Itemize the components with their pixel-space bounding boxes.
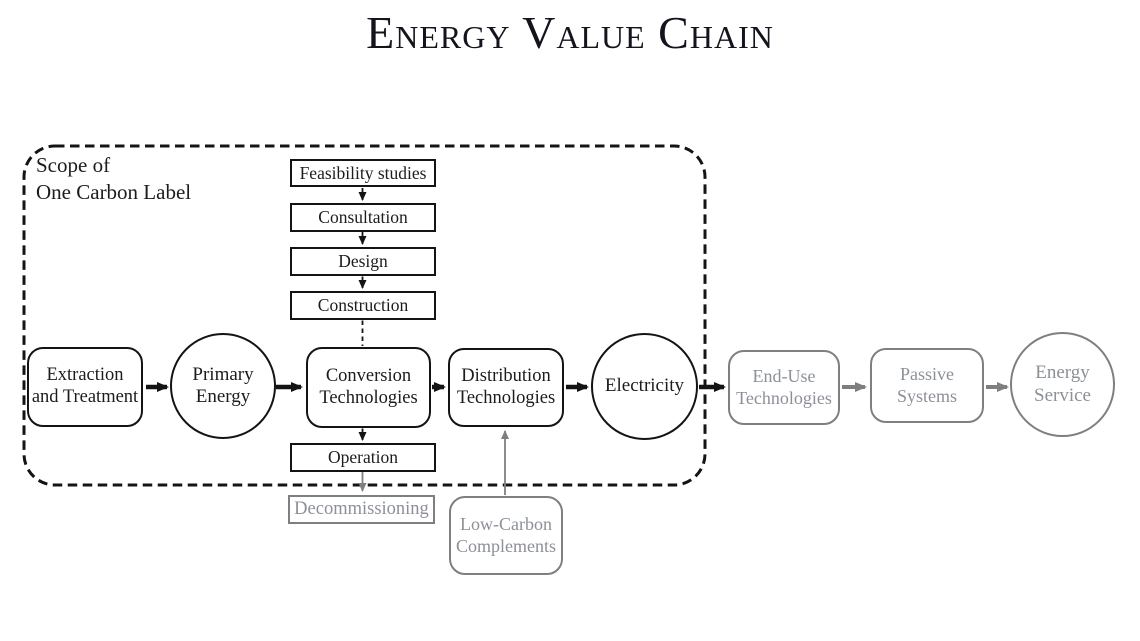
scope-label-line2: One Carbon Label xyxy=(36,180,192,204)
scope-boundary-dashed-border xyxy=(22,144,707,487)
node-primary-energy: Primary Energy xyxy=(170,333,276,439)
node-decommissioning: Decommissioning xyxy=(288,495,435,524)
node-design: Design xyxy=(290,247,436,276)
node-extraction-and-treatment: Extraction and Treatment xyxy=(27,347,143,427)
node-low-carbon-complements: Low-Carbon Complements xyxy=(449,496,563,575)
node-conversion-technologies: Conversion Technologies xyxy=(306,347,431,428)
node-construction: Construction xyxy=(290,291,436,320)
node-feasibility-studies: Feasibility studies xyxy=(290,159,436,187)
node-passive-systems: Passive Systems xyxy=(870,348,984,423)
node-distribution-technologies: Distribution Technologies xyxy=(448,348,564,427)
node-end-use-technologies: End-Use Technologies xyxy=(728,350,840,425)
scope-label: Scope of One Carbon Label xyxy=(36,152,191,206)
scope-label-line1: Scope of xyxy=(36,153,111,177)
page-title: Energy Value Chain xyxy=(366,7,774,58)
node-energy-service: Energy Service xyxy=(1010,332,1115,437)
node-operation: Operation xyxy=(290,443,436,472)
node-consultation: Consultation xyxy=(290,203,436,232)
node-electricity: Electricity xyxy=(591,333,698,440)
